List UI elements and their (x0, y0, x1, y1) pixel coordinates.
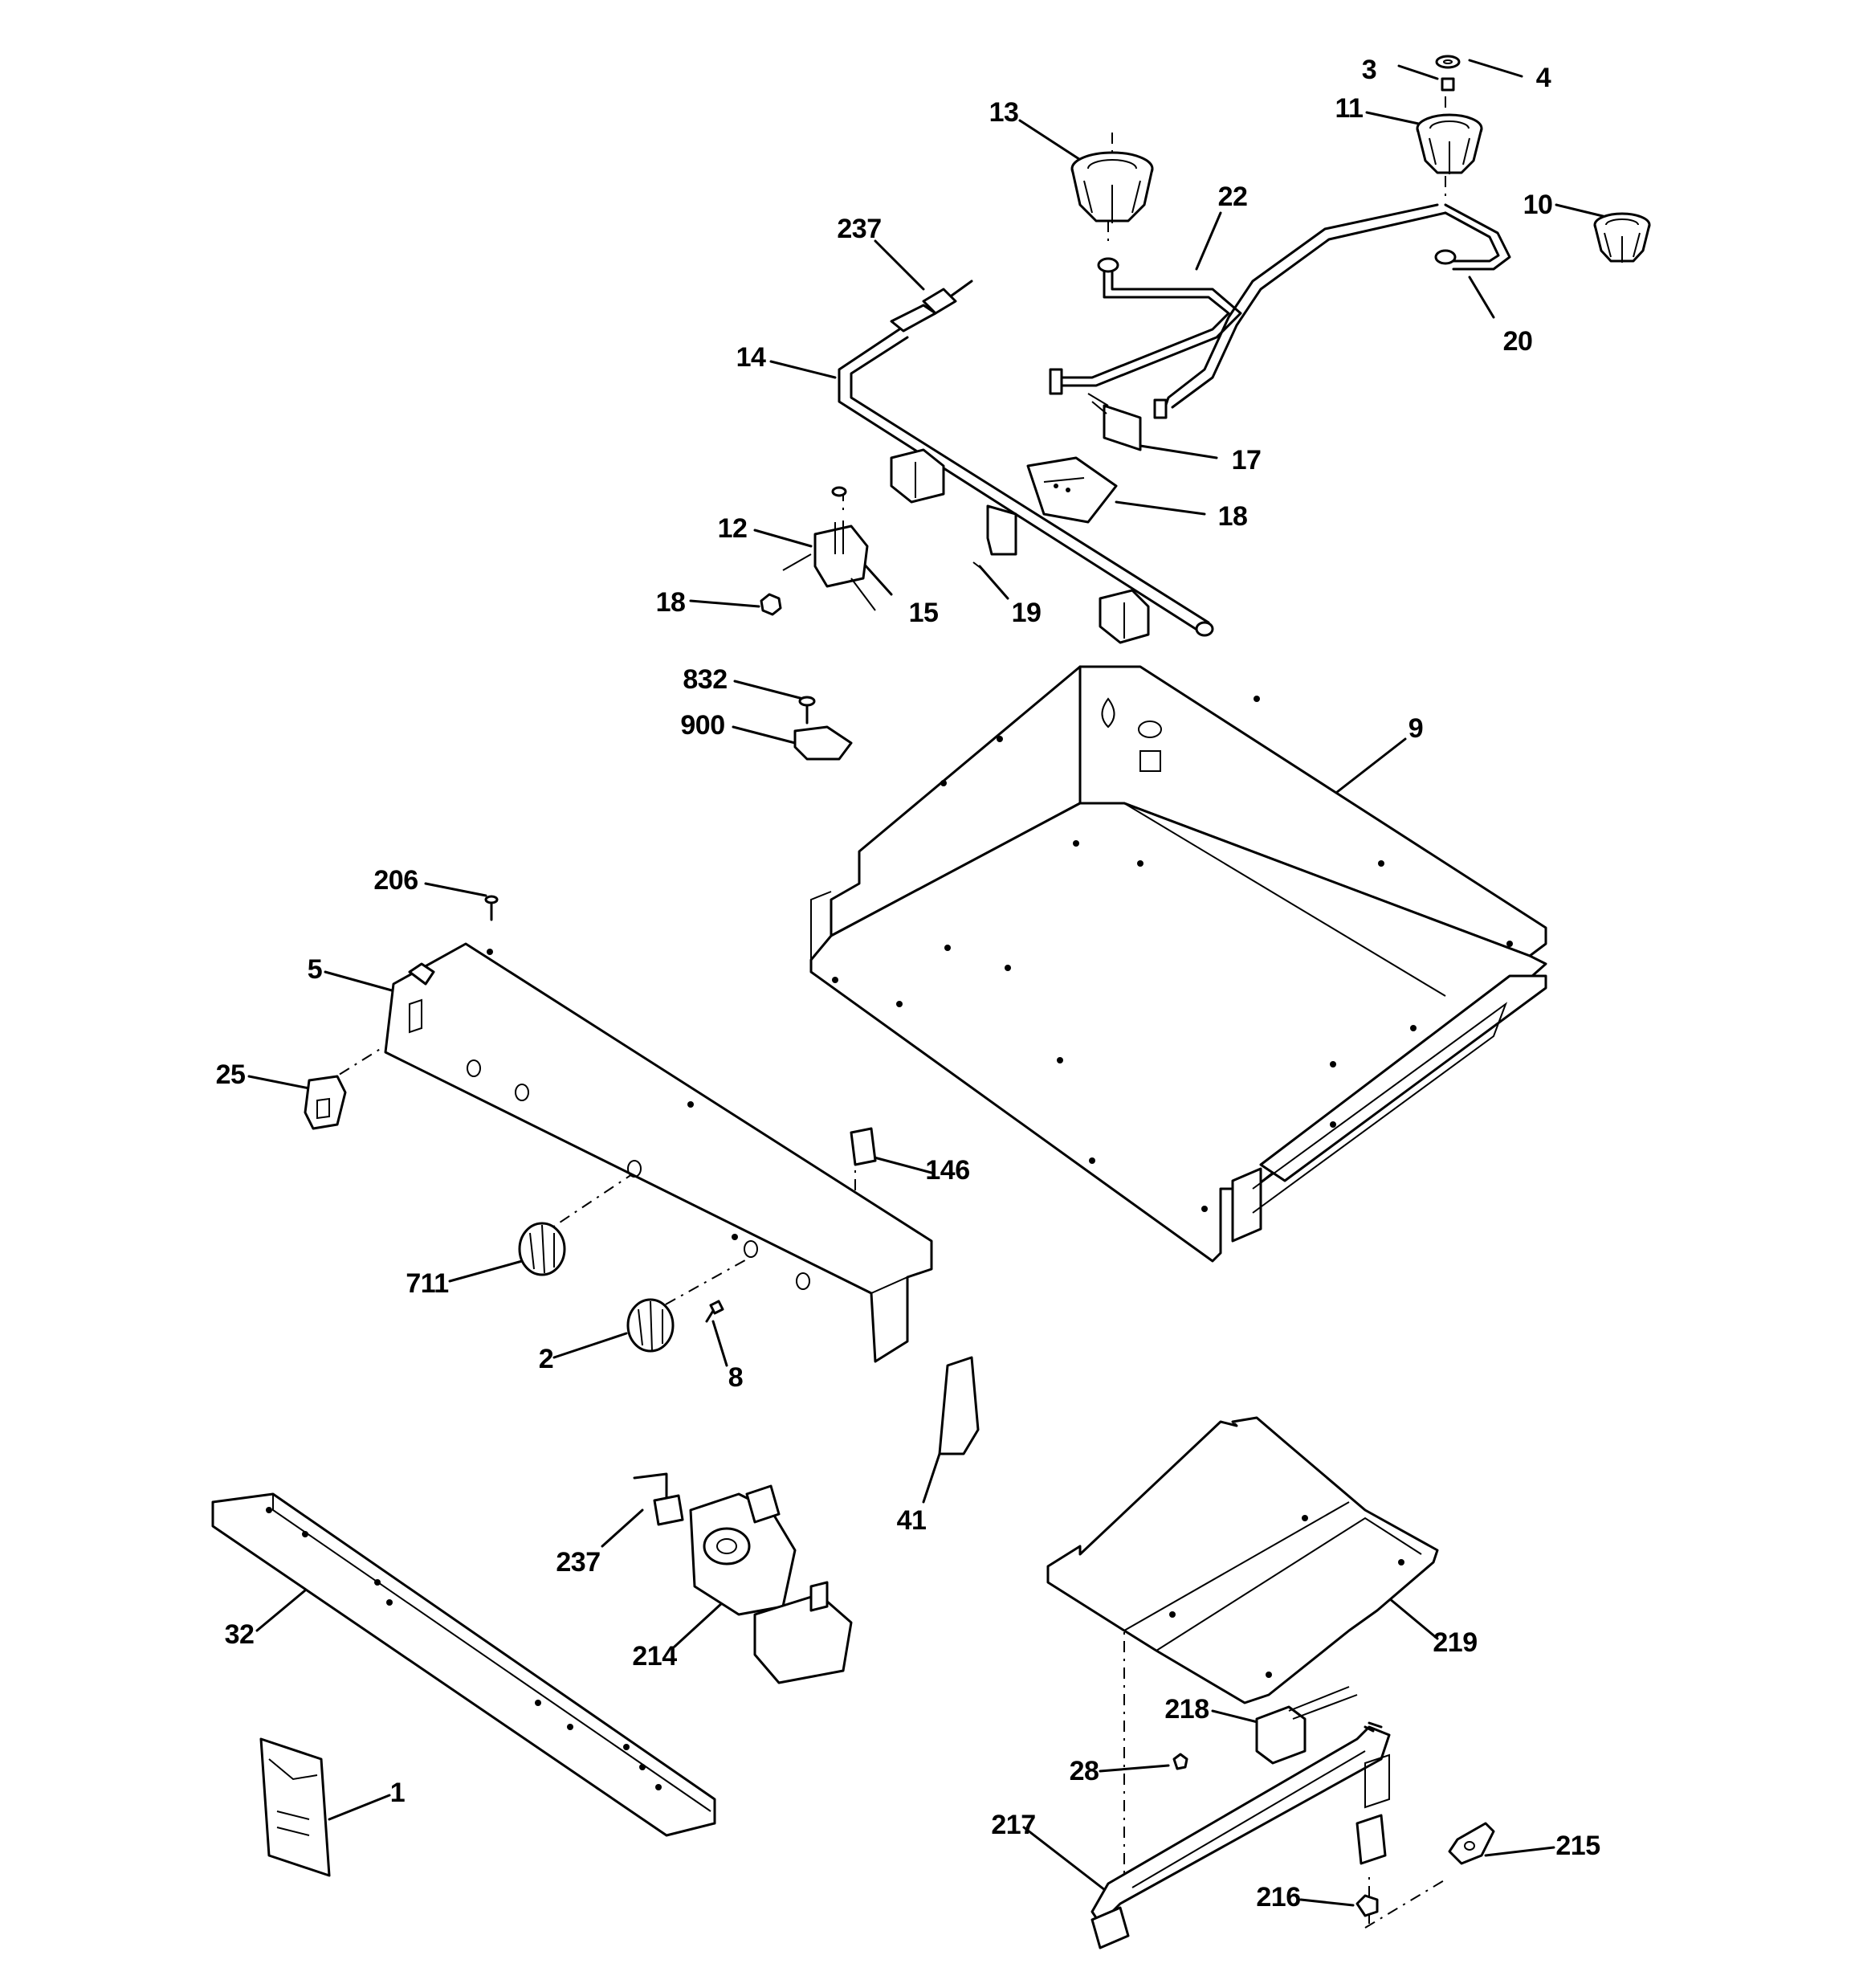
leader-lines (247, 59, 1608, 1907)
label-part-3: 3 (1361, 55, 1377, 85)
burner-head-10 (1593, 212, 1651, 263)
manifold-pipe-14 (838, 304, 1214, 637)
bake-burner-217 (1090, 1721, 1391, 1949)
label-part-218: 218 (1164, 1694, 1209, 1725)
label-part-12: 12 (717, 513, 748, 544)
label-part-237-top: 237 (837, 214, 882, 244)
label-part-2: 2 (538, 1344, 554, 1374)
control-panel-5 (384, 942, 933, 1363)
manifold-bracket-left (890, 448, 945, 504)
label-part-28: 28 (1069, 1756, 1099, 1786)
label-part-832: 832 (683, 664, 728, 695)
label-part-17: 17 (1231, 445, 1262, 476)
screw-28 (1172, 1753, 1188, 1770)
label-part-18-left: 18 (655, 587, 686, 618)
screw-19 (972, 561, 984, 571)
label-part-5: 5 (307, 954, 323, 985)
label-part-20: 20 (1502, 326, 1533, 357)
switch-bracket-18-right (1026, 456, 1118, 524)
label-part-219: 219 (1433, 1627, 1478, 1658)
burner-head-13 (1070, 133, 1154, 223)
cover-41 (938, 1356, 980, 1455)
burner-tube-22 (1049, 257, 1242, 395)
manifold-bracket-right (1099, 589, 1150, 644)
knob-2 (626, 1298, 675, 1353)
label-part-900: 900 (680, 710, 725, 741)
fitting-237-lower (633, 1472, 684, 1526)
screw-832 (798, 696, 816, 725)
label-part-8: 8 (728, 1362, 744, 1393)
label-part-217: 217 (991, 1810, 1036, 1840)
label-part-11: 11 (1335, 93, 1364, 124)
label-part-206: 206 (373, 865, 418, 896)
label-part-146: 146 (925, 1155, 970, 1186)
label-part-25: 25 (215, 1059, 246, 1090)
label-part-237-lower: 237 (556, 1547, 601, 1578)
fitting-237-top (922, 280, 973, 315)
label-part-22: 22 (1217, 182, 1248, 212)
label-part-19: 19 (1011, 598, 1042, 628)
label-part-711: 711 (406, 1268, 449, 1299)
bracket-900 (793, 725, 853, 761)
label-part-41: 41 (896, 1505, 927, 1536)
label-part-18-right: 18 (1217, 501, 1248, 532)
label-part-15: 15 (908, 598, 939, 628)
burner-shield-219 (1046, 1416, 1439, 1704)
label-part-13: 13 (989, 97, 1019, 128)
label-part-4: 4 (1535, 63, 1551, 93)
bracket-146 (850, 1127, 877, 1166)
burner-tube-20 (1153, 203, 1511, 419)
label-part-214: 214 (632, 1641, 677, 1672)
ignitor-218 (1255, 1686, 1358, 1765)
label-part-216: 216 (1256, 1882, 1301, 1912)
label-part-14: 14 (736, 342, 766, 373)
owner-manual-1 (259, 1737, 331, 1877)
orifice-3 (1441, 77, 1455, 92)
nut-18-left (760, 593, 782, 616)
washer-4 (1435, 55, 1461, 69)
label-part-9: 9 (1408, 713, 1424, 744)
label-part-32: 32 (224, 1619, 255, 1650)
burner-box-9 (809, 665, 1547, 1263)
knob-711 (518, 1222, 566, 1276)
trim-strip-32 (211, 1492, 716, 1837)
gas-valve-214 (689, 1484, 853, 1684)
valve-12 (782, 486, 876, 611)
screw-206 (484, 895, 499, 921)
manifold-bracket-mid (986, 504, 1017, 556)
clip-25 (304, 1075, 347, 1130)
holder-216 (1355, 1753, 1390, 1917)
label-part-215: 215 (1555, 1831, 1600, 1861)
label-part-1: 1 (389, 1778, 406, 1808)
ignitor-switch-17 (1087, 393, 1142, 451)
bracket-215 (1448, 1822, 1495, 1865)
label-part-10: 10 (1523, 190, 1553, 220)
burner-head-11 (1416, 113, 1483, 174)
screw-8 (705, 1300, 724, 1323)
